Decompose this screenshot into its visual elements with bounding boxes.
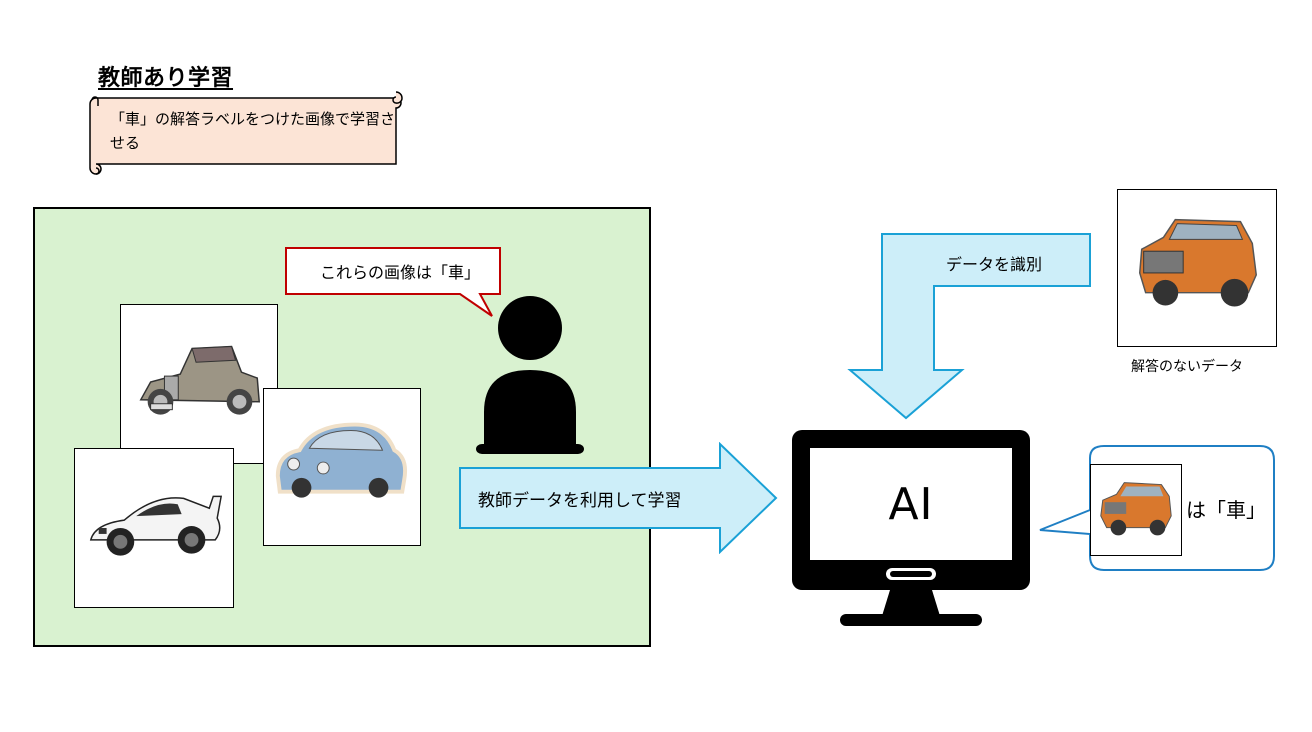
scroll-banner (89, 91, 403, 175)
result-suv-image (1090, 464, 1182, 556)
sports-car-image (74, 448, 234, 608)
training-arrow (459, 442, 778, 554)
ai-label: AI (888, 478, 934, 530)
identify-arrow (847, 233, 1091, 420)
training-arrow-label: 教師データを利用して学習 (478, 491, 682, 511)
compact-car-image (263, 388, 421, 546)
bubble-text: これらの画像は「車」 (319, 263, 480, 282)
page-title: 教師あり学習 (98, 66, 234, 91)
scroll-note: 「車」の解答ラベルをつけた画像で学習させる (110, 110, 396, 152)
classic-car-image (120, 304, 278, 464)
result-text: は「車」 (1186, 498, 1266, 522)
computer-monitor-icon (792, 430, 1030, 626)
person-silhouette-icon (476, 296, 584, 454)
unlabeled-suv-image (1117, 189, 1277, 347)
unlabeled-caption: 解答のないデータ (1131, 359, 1243, 375)
speech-bubble (285, 247, 501, 317)
identify-arrow-label: データを識別 (946, 255, 1043, 274)
